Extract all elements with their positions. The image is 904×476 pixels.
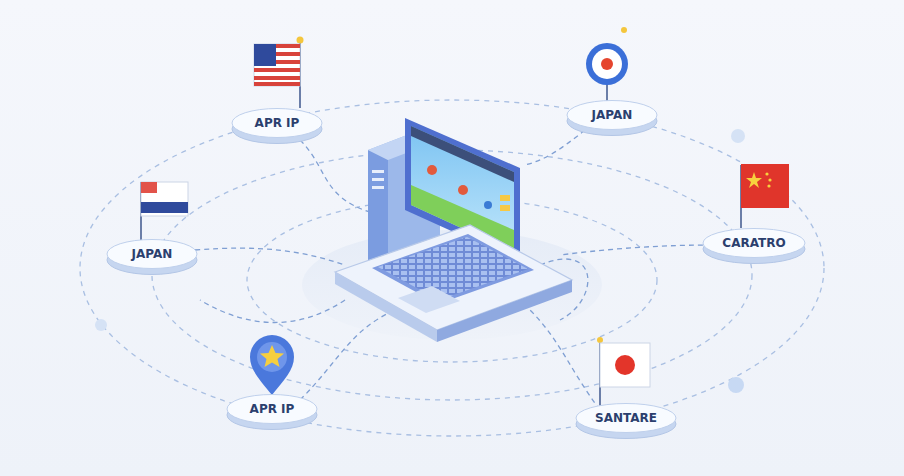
japan-flag — [597, 337, 650, 407]
star-pin — [250, 335, 294, 395]
location-disc: APR IP — [226, 394, 318, 431]
laptop — [335, 225, 572, 342]
location-label: APR IP — [231, 108, 323, 138]
location-label: JAPAN — [566, 100, 658, 130]
location-label: SANTARE — [575, 403, 677, 433]
left-flag — [141, 182, 188, 242]
location-label: CARATRO — [702, 228, 806, 258]
location-label: JAPAN — [106, 239, 198, 269]
location-disc: CARATRO — [702, 228, 806, 265]
us-flag — [254, 37, 304, 109]
location-label: APR IP — [226, 394, 318, 424]
dashed-ring — [80, 100, 824, 436]
location-disc: APR IP — [231, 108, 323, 145]
location-disc: SANTARE — [575, 403, 677, 440]
location-disc: JAPAN — [566, 100, 658, 137]
location-icon — [586, 27, 628, 102]
china-flag — [741, 164, 789, 228]
location-disc: JAPAN — [106, 239, 198, 276]
